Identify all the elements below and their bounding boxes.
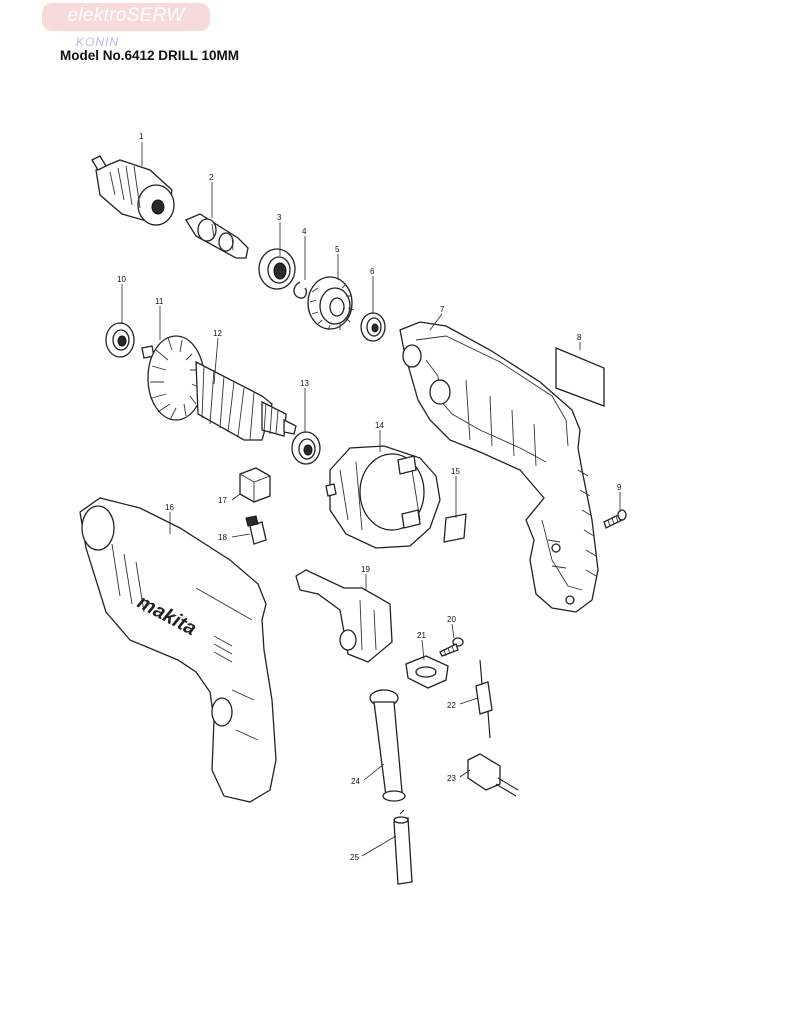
part-2-spindle — [185, 213, 249, 259]
part-17-brush-holder — [239, 467, 271, 503]
part-23-capacitor — [467, 753, 519, 797]
callout-19: 19 — [361, 565, 370, 574]
callout-24: 24 — [351, 777, 360, 786]
callout-7: 7 — [440, 305, 445, 314]
logo-text: elektroSERW — [67, 5, 185, 26]
callout-1: 1 — [139, 132, 144, 141]
callout-9: 9 — [617, 483, 622, 492]
callout-11: 11 — [155, 297, 164, 306]
callout-6: 6 — [370, 267, 375, 276]
callout-23: 23 — [447, 774, 456, 783]
callout-21: 21 — [417, 631, 426, 640]
callout-25: 25 — [350, 853, 359, 862]
part-16-motor-housing: makita — [79, 497, 277, 803]
part-18-carbon-brush — [245, 515, 267, 545]
callout-8: 8 — [577, 333, 582, 342]
part-20-screw — [439, 637, 464, 657]
part-7-housing-half — [399, 321, 599, 613]
callout-18: 18 — [218, 533, 227, 542]
part-9-screw — [603, 509, 627, 529]
callout-3: 3 — [277, 213, 282, 222]
part-15-clip — [443, 513, 467, 543]
callout-4: 4 — [302, 227, 307, 236]
callout-16: 16 — [165, 503, 174, 512]
callout-12: 12 — [213, 329, 222, 338]
callout-20: 20 — [447, 615, 456, 624]
part-6-bearing — [360, 312, 386, 342]
part-8-name-plate — [555, 347, 605, 407]
part-3-bearing — [258, 248, 296, 290]
part-21-cord-clamp — [405, 655, 449, 689]
part-1-chuck — [91, 155, 175, 226]
logo-subtitle: KONIN — [76, 35, 120, 49]
callout-17: 17 — [218, 496, 227, 505]
callout-13: 13 — [300, 379, 309, 388]
part-14-field — [325, 445, 441, 549]
part-4-retaining-ring — [293, 281, 308, 299]
part-25-power-cord — [393, 809, 413, 885]
callout-15: 15 — [451, 467, 460, 476]
callout-10: 10 — [117, 275, 126, 284]
callout-2: 2 — [209, 173, 214, 182]
part-11-12-armature — [141, 335, 297, 441]
part-13-bearing — [291, 431, 321, 465]
part-22-suppressor — [475, 659, 493, 739]
part-10-bearing — [105, 322, 135, 358]
model-title: Model No.6412 DRILL 10MM — [60, 48, 240, 63]
callout-5: 5 — [335, 245, 340, 254]
part-5-gear — [307, 276, 355, 331]
callout-leaders — [121, 142, 621, 857]
elektroserw-logo: elektroSERW — [42, 3, 210, 31]
callout-14: 14 — [375, 421, 384, 430]
callout-22: 22 — [447, 701, 456, 710]
part-19-switch — [295, 569, 393, 663]
part-24-strain-relief — [369, 689, 406, 802]
callout-numbers: 1 2 3 4 5 6 7 8 9 10 11 12 13 14 15 16 1… — [117, 132, 622, 862]
